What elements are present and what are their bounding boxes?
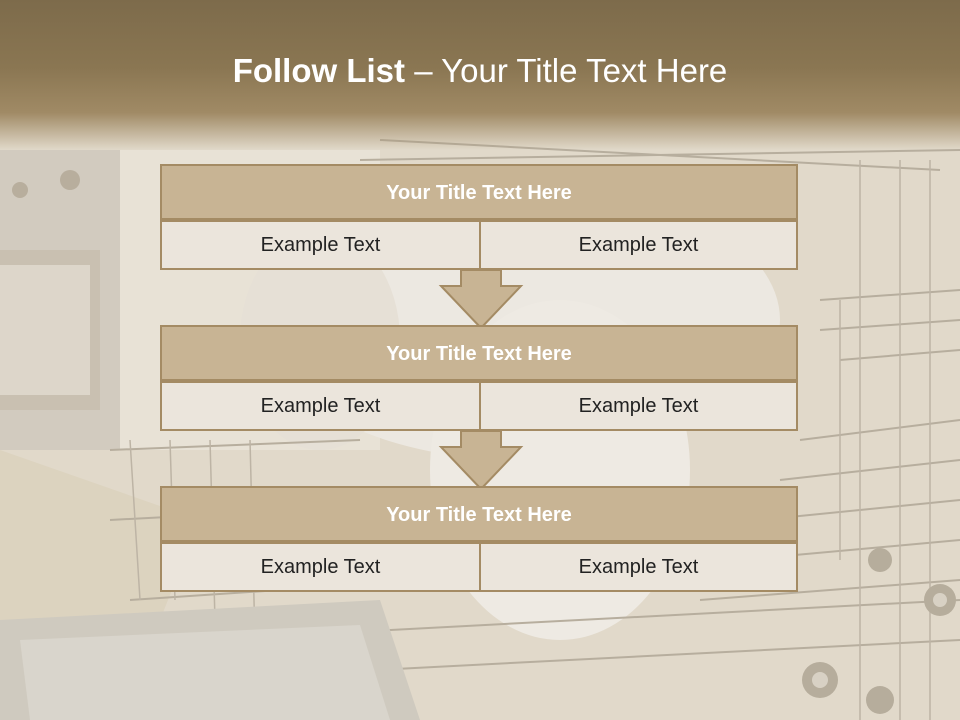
block-cell-right: Example Text xyxy=(479,220,798,270)
block-cell-left: Example Text xyxy=(160,542,481,592)
block-cell-left: Example Text xyxy=(160,381,481,431)
slide-title: Follow List – Your Title Text Here xyxy=(0,52,960,90)
block-title: Your Title Text Here xyxy=(160,486,798,542)
block-title: Your Title Text Here xyxy=(160,325,798,381)
down-arrow-icon xyxy=(437,430,525,491)
block-cell-right: Example Text xyxy=(479,381,798,431)
title-band xyxy=(0,0,960,150)
slide-title-strong: Follow List xyxy=(232,52,406,89)
block-cell-left: Example Text xyxy=(160,220,481,270)
block-cell-right: Example Text xyxy=(479,542,798,592)
slide-title-rest: – Your Title Text Here xyxy=(405,52,728,89)
down-arrow-icon xyxy=(437,269,525,330)
block-title: Your Title Text Here xyxy=(160,164,798,220)
